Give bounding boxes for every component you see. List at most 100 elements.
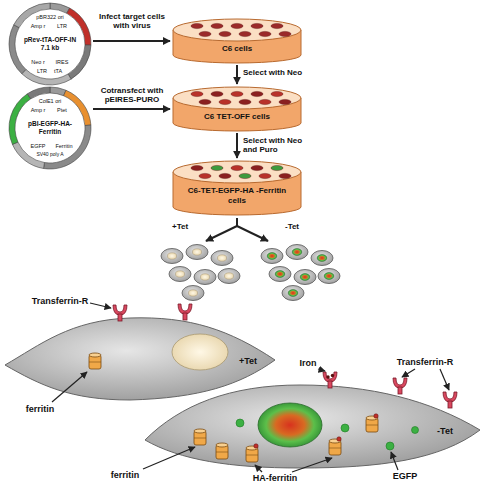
- cell-line-name: C6 cells: [180, 44, 294, 54]
- small-cell: [318, 269, 340, 284]
- dish-cell: [271, 91, 283, 96]
- callout-label: +Tet: [239, 356, 257, 366]
- small-cell: [169, 267, 191, 282]
- dish-cell: [239, 173, 251, 178]
- dish-cell: [251, 23, 263, 28]
- dish-cell: [219, 31, 231, 36]
- dish-cell: [191, 23, 203, 28]
- callout-label: ferritin: [26, 404, 55, 414]
- small-cell: [311, 251, 333, 266]
- dish-cell: [219, 99, 231, 104]
- cell-line-name: C6 TET-OFF cells: [180, 112, 294, 122]
- process-arrow: [93, 40, 170, 42]
- plasmid-feature: Amp r: [31, 107, 46, 113]
- dish-cell: [231, 23, 243, 28]
- split-arrow: [206, 218, 268, 241]
- dish-cell: [211, 165, 223, 170]
- small-cell: [294, 270, 316, 285]
- small-cell: [186, 245, 208, 260]
- leader-line: [292, 458, 332, 472]
- cell-body: [145, 385, 480, 468]
- dish-surface: [173, 161, 301, 183]
- leader-lines: [52, 303, 449, 472]
- dish-cell: [211, 91, 223, 96]
- callout-label: HA-ferritin: [253, 473, 298, 483]
- plasmid-feature: Neo r: [31, 59, 44, 65]
- plasmid-segment: [50, 87, 66, 96]
- small-cell: [211, 251, 233, 266]
- plasmid-name: pBI-EGFP-HA-Ferritin: [21, 120, 79, 136]
- plasmid-feature: Amp r: [31, 23, 46, 29]
- plasmid-feature: SV40 poly A: [36, 152, 63, 158]
- leader-line: [255, 465, 262, 472]
- transferrin-receptor: [323, 372, 337, 388]
- callout-label: Transferrin-R: [32, 296, 89, 306]
- dish-surface: [173, 19, 301, 41]
- culture-dish: C6-TET-EGFP-HA -Ferritin cells: [172, 160, 302, 216]
- dish-cell: [279, 99, 291, 104]
- ha-ferritin-icon: [329, 437, 341, 455]
- dish-cell: [251, 165, 263, 170]
- egfp-dot: [386, 442, 394, 450]
- dish-cell: [231, 165, 243, 170]
- step-label: Cotransfect with pEIRES-PURO: [96, 86, 168, 104]
- culture-dish: C6 cells: [172, 18, 302, 64]
- nucleus: [258, 403, 322, 447]
- dish-shape: [172, 18, 302, 64]
- dish-cell: [239, 31, 251, 36]
- arrow-branch: [237, 226, 268, 241]
- leader-line: [402, 369, 415, 377]
- dish-cell: [219, 173, 231, 178]
- small-cell: [218, 269, 240, 284]
- small-cell: [182, 286, 204, 301]
- arrow-stem: [236, 218, 238, 226]
- small-cell: [194, 270, 216, 285]
- leader-line: [318, 369, 325, 371]
- leader-line: [440, 369, 449, 390]
- small-cell: [282, 286, 304, 301]
- transferrin-receptor: [113, 305, 127, 321]
- callout-label: -Tet: [285, 222, 299, 231]
- callout-label: Iron: [300, 358, 317, 368]
- process-arrow: [236, 65, 238, 84]
- dish-cell: [271, 165, 283, 170]
- process-arrow: [236, 133, 238, 158]
- cell-line-name: C6-TET-EGFP-HA -Ferritin cells: [180, 186, 294, 206]
- dish-cell: [191, 165, 203, 170]
- dish-cell: [199, 99, 211, 104]
- leader-line: [52, 372, 87, 402]
- iron-dot: [326, 375, 329, 378]
- process-arrow: [93, 108, 170, 110]
- step-label: Select with Neo: [243, 68, 323, 77]
- transferrin-receptor: [393, 378, 407, 394]
- step-label: Infect target cells with virus: [96, 12, 168, 30]
- callout-label: +Tet: [172, 222, 188, 231]
- dish-cell: [199, 31, 211, 36]
- plasmid-feature: Ptet: [57, 107, 67, 113]
- dish-cell: [211, 23, 223, 28]
- cells-plus-tet: [161, 245, 240, 301]
- arrow-branch: [206, 226, 237, 241]
- plasmid-feature: LTR: [37, 68, 47, 74]
- plasmid-feature: EGFP: [31, 143, 46, 149]
- transferrin-receptor: [443, 392, 457, 408]
- ferritin-icon: [194, 429, 206, 445]
- dish-cell: [191, 91, 203, 96]
- nucleus: [172, 334, 228, 370]
- callout-label: Transferrin-R: [397, 357, 454, 367]
- cell-plus-tet: [5, 304, 275, 400]
- dish-cell: [239, 99, 251, 104]
- egfp-dot: [412, 427, 419, 434]
- step-label: Select with Neo and Puro: [243, 136, 313, 154]
- plasmid-segment: [9, 25, 26, 74]
- leader-line: [90, 303, 111, 308]
- dish-cell: [251, 91, 263, 96]
- callout-label: -Tet: [437, 426, 453, 436]
- dish-cell: [259, 173, 271, 178]
- small-cell: [261, 249, 283, 264]
- culture-dish: C6 TET-OFF cells: [172, 86, 302, 132]
- plasmid-segment: [68, 45, 91, 79]
- ha-ferritin-icon: [246, 444, 258, 462]
- plasmid-segment: [27, 87, 50, 99]
